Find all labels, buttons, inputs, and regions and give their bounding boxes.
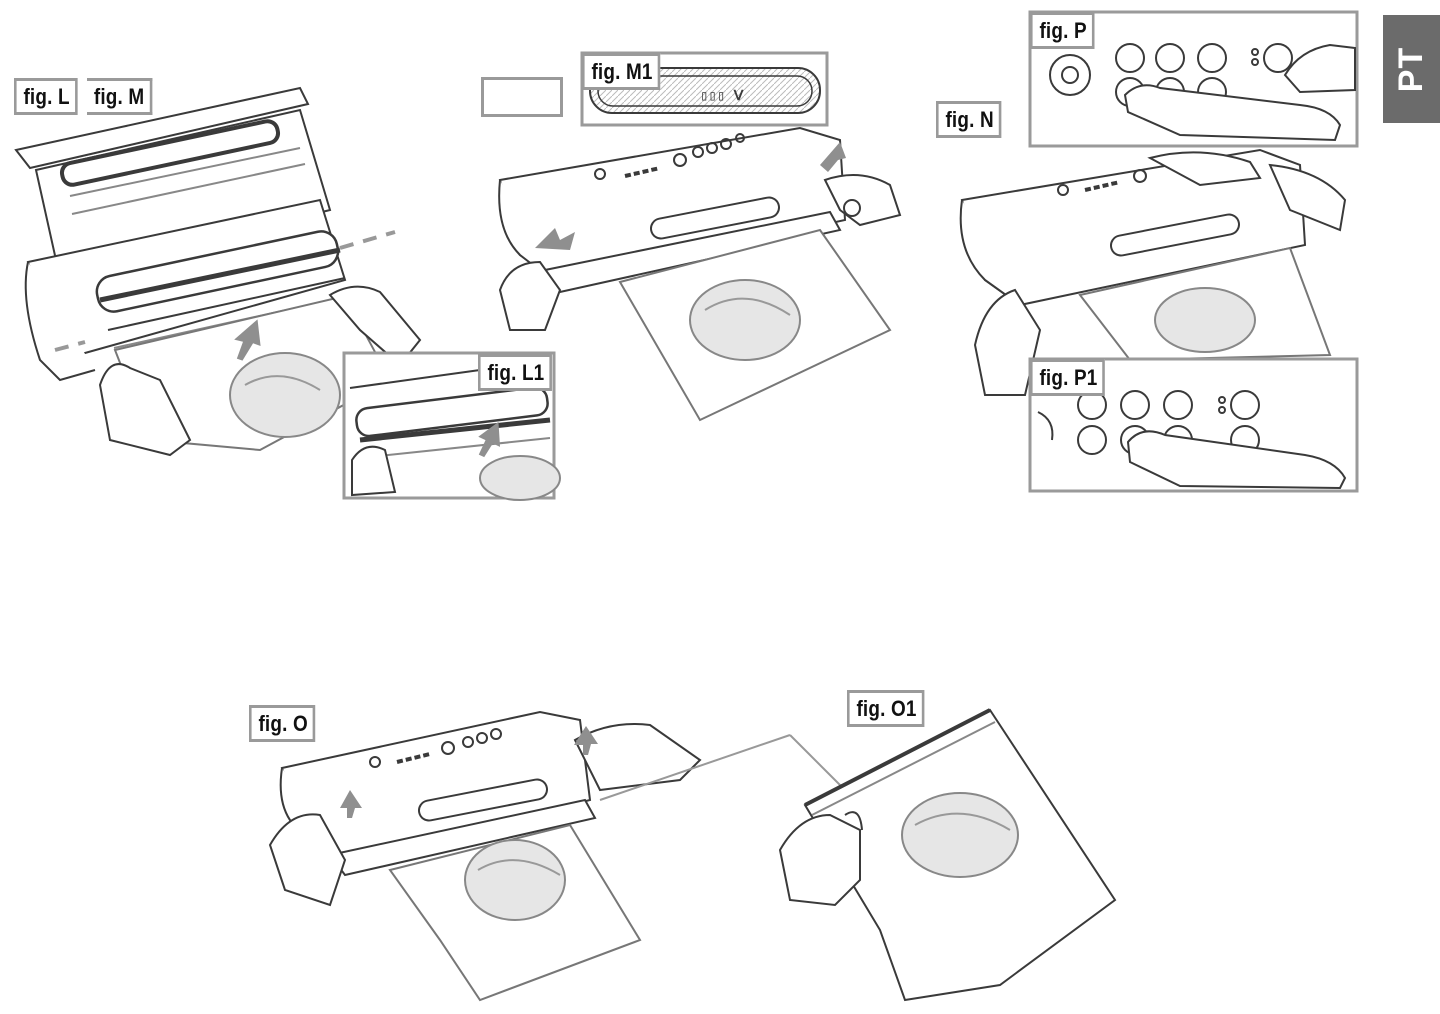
fig-m1-label: fig. M1: [582, 53, 661, 90]
fig-l-label: fig. L: [14, 78, 78, 115]
sealer-open-illustration: [14, 86, 422, 457]
fig-m-label: fig. M: [87, 78, 153, 115]
sealed-bag-illustration: [778, 708, 1117, 1002]
fig-p1-label: fig. P1: [1030, 359, 1106, 396]
sealer-closed-middle: ▯▯▯ ᐯ: [498, 51, 902, 422]
sealer-lift-bottom: [268, 710, 846, 1002]
fig-o1-label: fig. O1: [847, 690, 925, 727]
blank-label-box: [481, 77, 563, 117]
fig-p-label: fig. P: [1030, 12, 1095, 49]
svg-text:▯▯▯ ᐯ: ▯▯▯ ᐯ: [700, 88, 744, 104]
fig-l1-label: fig. L1: [478, 354, 553, 391]
sealer-buttons-right: [959, 148, 1347, 396]
fig-o-label: fig. O: [249, 705, 316, 742]
fig-n-label: fig. N: [936, 101, 1002, 138]
language-tab: PT: [1383, 15, 1440, 123]
language-tab-text: PT: [1391, 46, 1430, 92]
